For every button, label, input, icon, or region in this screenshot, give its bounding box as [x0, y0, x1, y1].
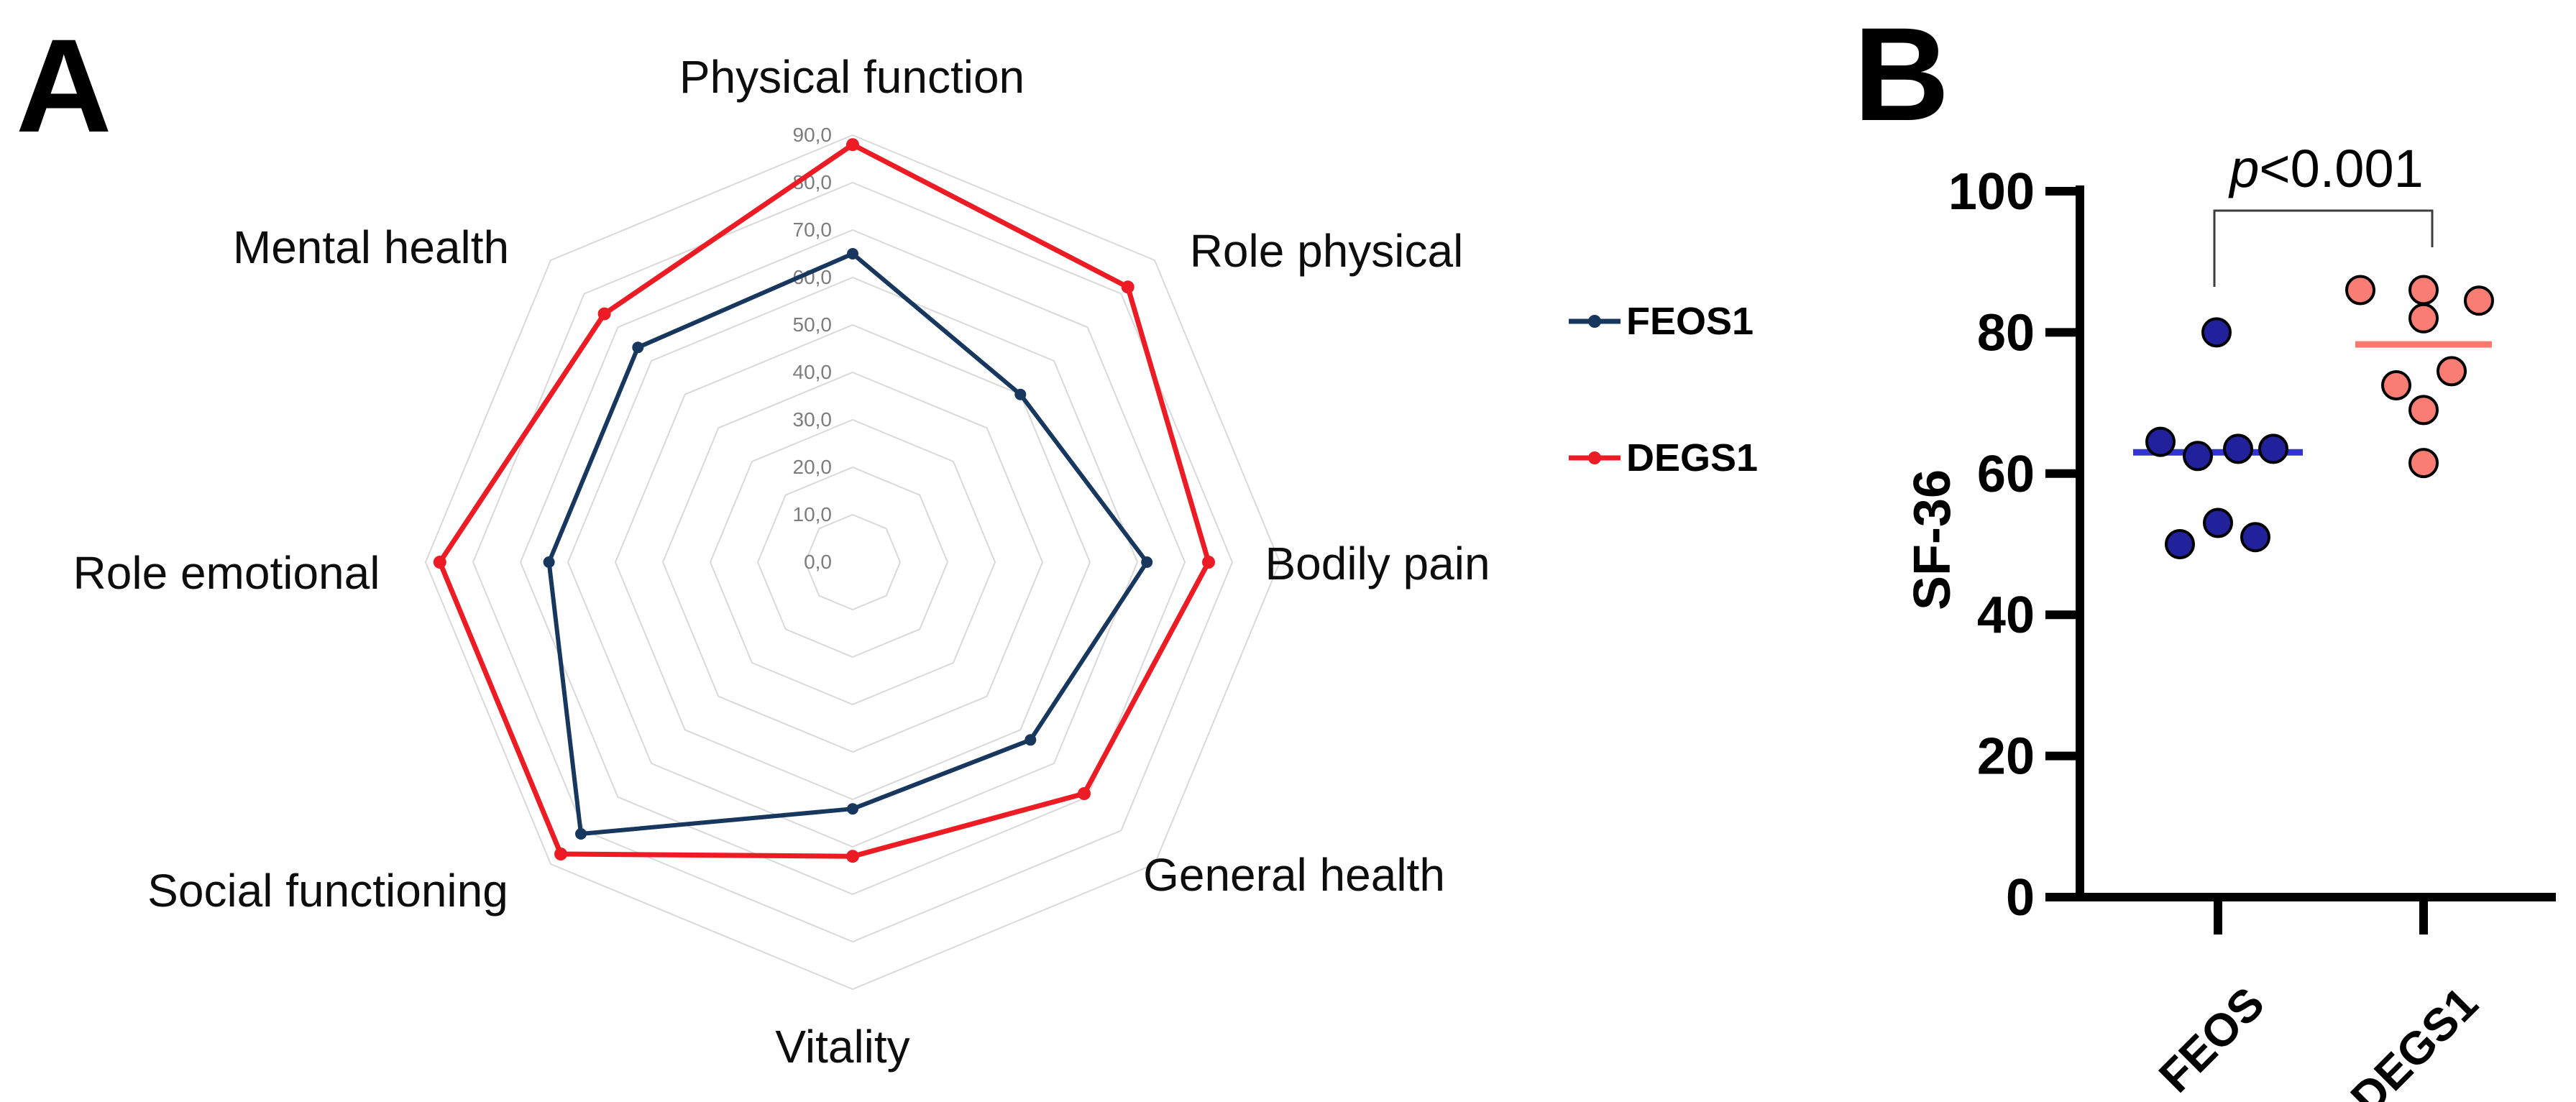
radar-ring-tick-label: 20,0 — [793, 456, 833, 478]
legend-item-feos1: FEOS1 — [1567, 300, 1754, 343]
radar-grid-ring — [567, 276, 1139, 848]
radar-data-point — [846, 850, 859, 863]
radar-axis-label-role-physical: Role physical — [1189, 225, 1464, 277]
radar-data-point — [1141, 556, 1153, 568]
significance-bracket — [2213, 209, 2434, 287]
significance-label: p<0.001 — [2183, 138, 2470, 199]
y-axis-tick-label: 0 — [2006, 869, 2035, 927]
scatter-data-point — [2183, 441, 2213, 472]
scatter-data-point — [2464, 285, 2494, 316]
radar-ring-tick-label: 0,0 — [804, 551, 832, 573]
y-axis-tick-label: 40 — [1977, 587, 2035, 644]
scatter-data-point — [2201, 317, 2232, 348]
radar-grid-ring — [756, 466, 949, 658]
panel-a-letter: A — [16, 12, 112, 160]
radar-ring-tick-label: 40,0 — [793, 361, 833, 383]
radar-data-point — [1078, 787, 1091, 800]
radar-axis-label-mental-health: Mental health — [232, 221, 510, 273]
radar-grid-ring — [424, 134, 1281, 991]
panel-b-letter: B — [1853, 1, 1950, 149]
radar-data-point — [554, 848, 567, 860]
radar-grid-ring — [804, 513, 902, 611]
y-axis-tick-label: 20 — [1977, 728, 2035, 786]
scatter-data-point — [2408, 448, 2439, 479]
legend-line-marker-icon — [1569, 315, 1621, 328]
radar-axis-label-physical-function: Physical function — [679, 51, 1025, 103]
radar-ring-tick-label: 70,0 — [793, 219, 833, 241]
radar-axis-label-general-health: General health — [1143, 849, 1445, 901]
scatter-data-point — [2408, 275, 2439, 306]
legend-item-degs1: DEGS1 — [1567, 436, 1758, 479]
radar-axis-label-role-emotional: Role emotional — [73, 547, 380, 599]
scatter-data-point — [2381, 370, 2411, 400]
significance-value: <0.001 — [2259, 139, 2424, 198]
radar-ring-tick-label: 10,0 — [793, 503, 833, 525]
legend-line-marker-icon — [1569, 451, 1621, 464]
radar-ring-tick-label: 30,0 — [793, 408, 833, 431]
radar-data-point — [543, 556, 555, 568]
scatter-data-point — [2165, 529, 2195, 559]
radar-axis-label-bodily-pain: Bodily pain — [1265, 538, 1490, 589]
radar-data-point — [597, 307, 611, 321]
significance-p: p — [2229, 139, 2260, 198]
radar-data-point — [847, 803, 858, 815]
radar-data-point — [847, 248, 858, 260]
radar-data-point — [433, 556, 446, 569]
radar-axis-label-social-functioning: Social functioning — [147, 865, 508, 917]
scatter-data-point — [2145, 426, 2176, 457]
radar-axis-label-vitality: Vitality — [775, 1021, 910, 1073]
radar-data-point — [575, 828, 587, 840]
y-axis-tick-label: 60 — [1977, 446, 2035, 503]
scatter-data-point — [2408, 303, 2439, 334]
radar-ring-tick-label: 90,0 — [793, 124, 833, 146]
radar-data-point — [846, 138, 859, 152]
y-axis-tick-label: 100 — [1948, 163, 2035, 221]
radar-ring-tick-label: 50,0 — [793, 313, 833, 336]
legend-label: FEOS1 — [1626, 300, 1754, 343]
scatter-data-point — [2345, 275, 2375, 306]
scatter-data-point — [2240, 522, 2270, 553]
scatter-data-point — [2258, 433, 2288, 464]
radar-grid-ring — [614, 323, 1091, 801]
radar-grid-ring — [519, 229, 1186, 896]
scatter-data-point — [2203, 508, 2233, 538]
radar-data-point — [1025, 734, 1037, 746]
scatter-data-point — [2408, 395, 2439, 426]
radar-grid-ring — [661, 371, 1044, 753]
radar-data-point — [632, 341, 644, 354]
radar-data-point — [1121, 280, 1135, 294]
radar-data-point — [1014, 388, 1027, 400]
y-axis-title: SF-36 — [1904, 469, 1961, 611]
scatter-data-point — [2437, 356, 2467, 387]
scatter-data-point — [2223, 433, 2253, 464]
radar-data-point — [1202, 556, 1215, 569]
radar-grid-ring — [709, 418, 996, 706]
legend-label: DEGS1 — [1626, 436, 1759, 479]
y-axis-tick-label: 80 — [1977, 304, 2035, 362]
